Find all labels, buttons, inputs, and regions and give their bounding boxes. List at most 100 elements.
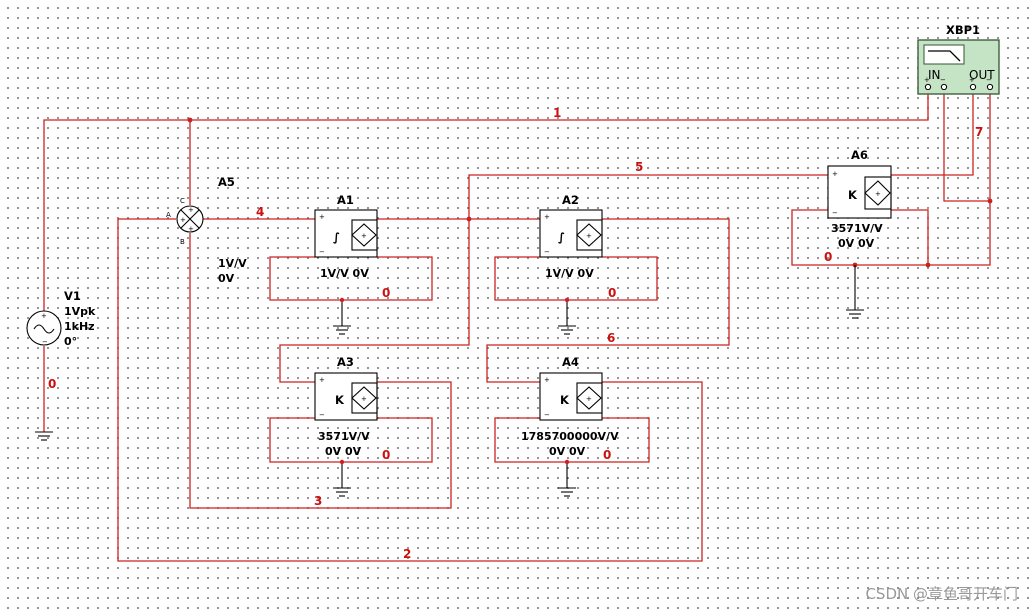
a2-body [539, 209, 603, 258]
wire-net-2[interactable] [117, 218, 703, 562]
wire-net-3[interactable] [189, 233, 452, 509]
a3-offset: 0V 0V [325, 445, 362, 458]
bode-terminal-out-plus[interactable] [969, 83, 977, 91]
svg-text:+: + [188, 206, 194, 214]
svg-text:+: + [924, 76, 930, 84]
svg-text:−: − [832, 209, 838, 217]
bode-terminal-in-minus[interactable] [940, 83, 948, 91]
net-label-ground-a1: 0 [382, 286, 390, 300]
wires [43, 87, 993, 562]
svg-text:+: + [188, 225, 194, 233]
net-label-3: 3 [314, 494, 322, 508]
junction-dot [466, 216, 472, 222]
bode-plot-icon [923, 44, 965, 65]
adder-pin-b: B [180, 238, 185, 246]
watermark: CSDN @章鱼哥开车门 [865, 585, 1018, 603]
a6-name: A6 [851, 148, 868, 162]
a4-body [539, 372, 603, 421]
svg-text:+: + [319, 213, 325, 221]
net-label-5: 5 [635, 160, 643, 174]
wire-a6-ground-loop[interactable] [791, 209, 929, 266]
wire-net-1[interactable] [43, 87, 929, 311]
net-label-ground-a6: 0 [824, 250, 832, 264]
svg-text:+: + [544, 376, 550, 384]
a1-name: A1 [337, 193, 354, 207]
a2-symbol: ∫ [558, 230, 565, 244]
v1-name: V1 [64, 289, 81, 303]
a4-offset: 0V 0V [549, 445, 586, 458]
bode-terminal-out-minus[interactable] [986, 83, 994, 91]
a3-body [314, 372, 378, 421]
net-label-7: 7 [975, 125, 983, 139]
net-label-ground-v1: 0 [48, 377, 56, 391]
v1-frequency: 1kHz [64, 320, 95, 333]
adder-pin-a: A [166, 211, 171, 219]
ground-icon [846, 265, 864, 319]
wire-net-6[interactable] [486, 218, 730, 383]
a5-gain: 1V/V [218, 257, 247, 270]
junction-dot [987, 198, 993, 204]
ac-source-v1[interactable]: + − V1 1Vpk 1kHz 0° [26, 289, 96, 348]
xbp1-name: XBP1 [946, 23, 980, 37]
svg-text:+: + [180, 216, 186, 224]
a1-symbol: ∫ [333, 230, 340, 244]
svg-text:+: + [361, 395, 367, 403]
a6-gain: 3571V/V [831, 222, 883, 235]
ground-icon [333, 297, 351, 335]
svg-text:−: − [544, 411, 550, 419]
net-label-1: 1 [553, 106, 561, 120]
svg-text:−: − [42, 338, 48, 346]
bode-out-label: OUT [969, 68, 995, 82]
wire-net-7[interactable] [891, 87, 974, 176]
a2-params: 1V/V 0V [545, 267, 594, 280]
a2-name: A2 [562, 193, 579, 207]
net-label-ground-a4: 0 [603, 448, 611, 462]
ground-symbols [35, 265, 864, 497]
junction-dot [187, 117, 193, 123]
a4-name: A4 [562, 355, 579, 369]
a3-symbol: K [335, 393, 345, 407]
svg-text:+: + [41, 312, 47, 320]
wire-bode-minus[interactable] [943, 87, 990, 202]
svg-text:+: + [544, 213, 550, 221]
a6-offset: 0V 0V [838, 237, 875, 250]
net-label-6: 6 [607, 331, 615, 345]
svg-text:+: + [875, 190, 881, 198]
adder-pin-c: C [180, 197, 185, 205]
a1-body [314, 209, 378, 258]
adder-a5[interactable]: + + + A B C A5 1V/V 0V [166, 175, 247, 285]
gain-a6[interactable]: + +− K A6 3571V/V 0V 0V [827, 148, 892, 250]
a5-offset: 0V [218, 272, 235, 285]
wire-a4-ground-loop[interactable] [494, 417, 650, 463]
ground-icon [558, 297, 576, 335]
gain-a4[interactable]: + +− K A4 1785700000V/V 0V 0V [521, 355, 619, 458]
svg-text:−: − [544, 248, 550, 256]
wire-a1-ground-loop[interactable] [269, 256, 433, 301]
v1-phase: 0° [64, 335, 77, 348]
v1-amplitude: 1Vpk [64, 305, 96, 318]
svg-text:+: + [361, 232, 367, 240]
svg-text:−: − [319, 248, 325, 256]
gain-a3[interactable]: + +− K A3 3571V/V 0V 0V [314, 355, 378, 458]
wire-net-5-a6[interactable] [468, 174, 828, 219]
net-label-ground-a3: 0 [382, 448, 390, 462]
a3-name: A3 [337, 355, 354, 369]
bode-in-label: IN [928, 68, 941, 82]
bode-plotter-xbp1[interactable]: XBP1 IN OUT +− +− [917, 23, 1000, 95]
net-label-2: 2 [403, 547, 411, 561]
integrator-a2[interactable]: + +− ∫ A2 1V/V 0V [539, 193, 603, 280]
net-label-4: 4 [256, 205, 264, 219]
wire-bode-out-minus[interactable] [928, 87, 991, 266]
net-label-ground-a2: 0 [608, 286, 616, 300]
a3-gain: 3571V/V [318, 430, 370, 443]
integrator-a1[interactable]: + +− ∫ A1 1V/V 0V [314, 193, 378, 280]
bode-terminal-in-plus[interactable] [924, 83, 932, 91]
ground-icon [333, 459, 351, 497]
ground-icon [35, 431, 53, 441]
a5-name: A5 [218, 175, 235, 189]
svg-text:−: − [940, 76, 946, 84]
wire-a3-ground-loop[interactable] [269, 417, 433, 463]
wire-net-5-a3[interactable] [279, 219, 470, 383]
wire-a2-ground-loop[interactable] [494, 256, 658, 301]
